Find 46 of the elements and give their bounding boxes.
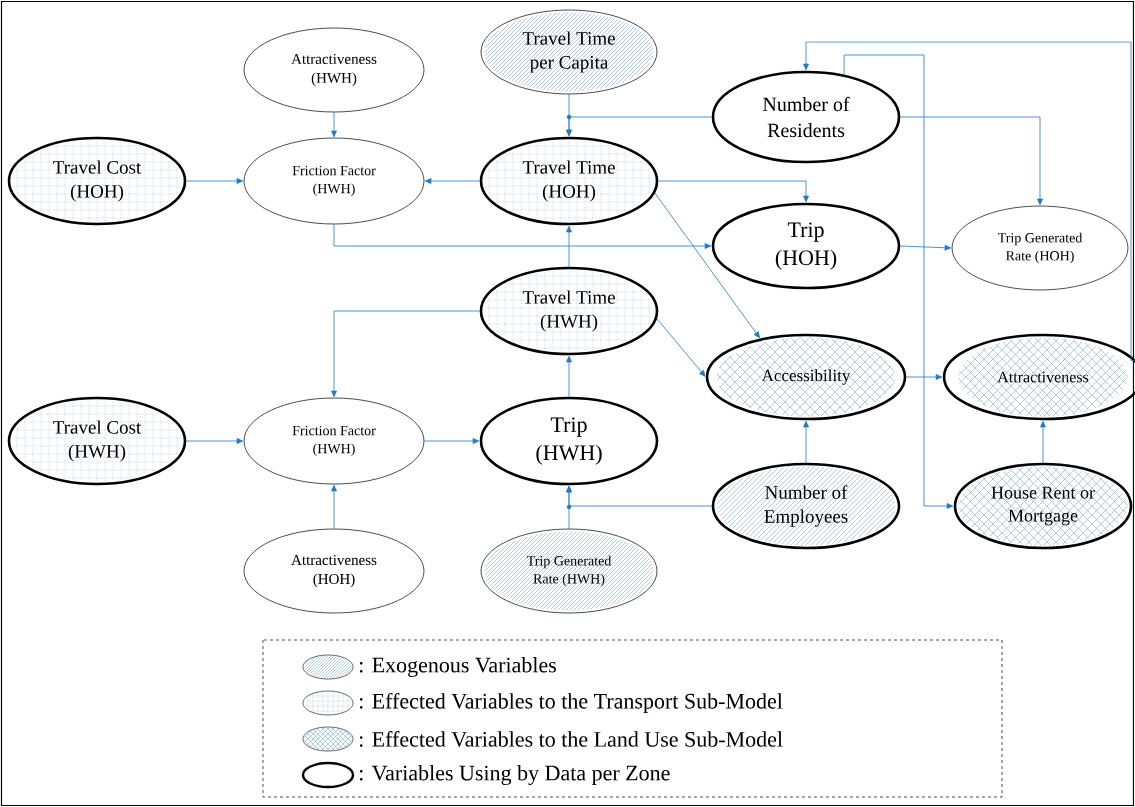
ellipse-node: Number of Employees bbox=[711, 462, 901, 550]
ellipse-node: Travel Time (HOH) bbox=[479, 136, 659, 226]
ellipse-node: Trip Generated Rate (HWH) bbox=[480, 528, 658, 614]
ellipse-node: Friction Factor (HWH) bbox=[243, 397, 425, 485]
ellipse-node: Travel Cost (HWH) bbox=[7, 396, 187, 486]
ellipse-node: Travel Cost (HOH) bbox=[7, 136, 187, 226]
arrow bbox=[803, 41, 1135, 362]
arrow bbox=[656, 318, 706, 377]
ellipse-node: House Rent or Mortgage bbox=[953, 462, 1133, 550]
arrow bbox=[654, 192, 760, 339]
ellipse-node: Trip (HOH) bbox=[711, 202, 901, 290]
arrow bbox=[331, 111, 337, 138]
ellipse-node: Accessibility bbox=[705, 333, 907, 421]
arrow bbox=[331, 484, 337, 530]
arrow bbox=[424, 178, 481, 184]
legend-label: : Exogenous Variables bbox=[359, 657, 556, 677]
arrow bbox=[803, 420, 809, 464]
arrow bbox=[423, 438, 480, 444]
junction-dot bbox=[566, 114, 572, 120]
arrow bbox=[899, 116, 1043, 206]
legend-label: : Effected Variables to the Transport Sub-Model bbox=[359, 692, 783, 714]
arrow bbox=[1040, 420, 1046, 464]
arrow bbox=[331, 310, 481, 398]
arrow bbox=[566, 355, 572, 398]
ellipse-node: Attractiveness (HWH) bbox=[243, 27, 425, 113]
ellipse-node: Number of Residents bbox=[711, 70, 901, 164]
junction-dot bbox=[566, 504, 572, 510]
arrow bbox=[333, 223, 712, 249]
arrow bbox=[566, 225, 572, 268]
arrow bbox=[899, 244, 952, 251]
legend-label: : Variables Using by Data per Zone bbox=[359, 765, 670, 785]
ellipse-node: Trip Generated Rate (HOH) bbox=[951, 205, 1129, 291]
arrow bbox=[566, 485, 572, 530]
ellipse-node: Trip (HWH) bbox=[479, 396, 659, 486]
arrow bbox=[185, 438, 244, 444]
ellipse-node: Travel Time per Capita bbox=[480, 9, 658, 95]
arrow bbox=[657, 180, 809, 203]
arrow bbox=[185, 178, 244, 184]
ellipse-node: Travel Time (HWH) bbox=[479, 266, 659, 356]
ellipse-node: Friction Factor (HWH) bbox=[243, 137, 425, 225]
arrow bbox=[566, 116, 713, 137]
ellipse-node: Attractiveness (HOH) bbox=[243, 528, 425, 614]
arrow bbox=[905, 374, 943, 380]
ellipse-node: Attractiveness bbox=[942, 333, 1135, 421]
arrow bbox=[843, 54, 954, 509]
legend-label: : Effected Variables to the Land Use Sub-Model bbox=[359, 731, 783, 747]
